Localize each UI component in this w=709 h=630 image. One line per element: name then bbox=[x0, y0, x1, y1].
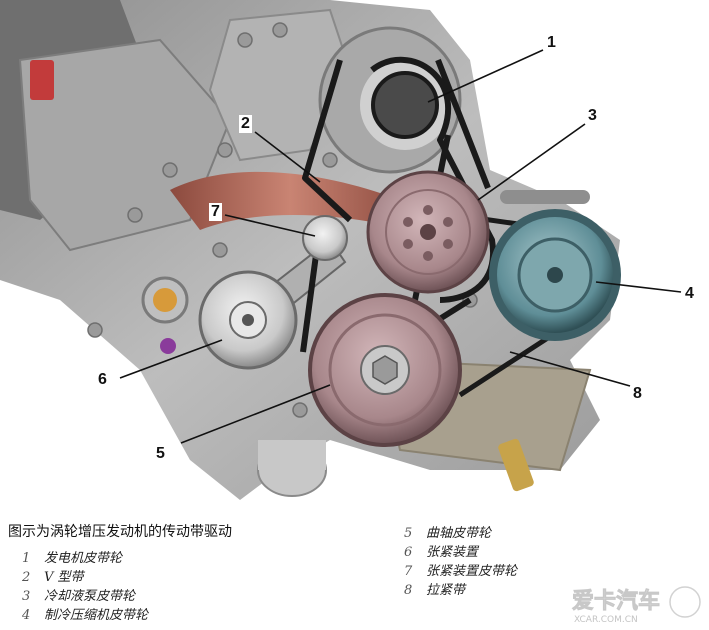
legend-number: 5 bbox=[404, 526, 413, 541]
coolant-pump-pulley bbox=[366, 170, 490, 294]
caption-title: 图示为涡轮增压发动机的传动带驱动 bbox=[8, 524, 232, 540]
legend-label: 张紧装置皮带轮 bbox=[426, 564, 518, 579]
legend-number: 2 bbox=[22, 570, 31, 585]
legend-number: 3 bbox=[22, 589, 31, 604]
legend-number: 4 bbox=[22, 608, 31, 623]
watermark-text: 爱卡汽车 bbox=[572, 588, 660, 614]
legend-item: 6 张紧装置 bbox=[404, 543, 517, 562]
legend-label: V 型带 bbox=[44, 570, 84, 585]
legend-number: 8 bbox=[404, 583, 413, 598]
legend-number: 1 bbox=[22, 551, 31, 566]
legend-item: 4 制冷压缩机皮带轮 bbox=[22, 606, 148, 625]
legend-item: 2 V 型带 bbox=[22, 568, 148, 587]
alternator-pulley bbox=[371, 71, 439, 139]
legend-item: 7 张紧装置皮带轮 bbox=[404, 562, 517, 581]
legend-label: 张紧装置 bbox=[426, 545, 479, 560]
legend-right: 5 曲轴皮带轮 6 张紧装置 7 张紧装置皮带轮 8 拉紧带 bbox=[404, 524, 517, 600]
crankshaft-pulley bbox=[308, 293, 462, 447]
xcar-watermark: 爱卡汽车 XCAR.COM.CN bbox=[572, 586, 701, 625]
callout-4: 4 bbox=[685, 285, 694, 302]
callout-7: 7 bbox=[209, 203, 222, 221]
belt-drive-diagram bbox=[0, 0, 682, 500]
watermark-emblem bbox=[669, 586, 701, 618]
tensioner-pulley bbox=[302, 215, 348, 261]
callout-2: 2 bbox=[239, 115, 252, 133]
legend-number: 7 bbox=[404, 564, 413, 579]
legend-label: 曲轴皮带轮 bbox=[426, 526, 492, 541]
leader-lines bbox=[119, 49, 682, 444]
legend-label: 冷却液泵皮带轮 bbox=[44, 589, 136, 604]
legend-label: 发电机皮带轮 bbox=[44, 551, 123, 566]
callout-8: 8 bbox=[633, 385, 642, 402]
legend-item: 3 冷却液泵皮带轮 bbox=[22, 587, 148, 606]
callout-3: 3 bbox=[588, 107, 597, 124]
legend-left: 1 发电机皮带轮 2 V 型带 3 冷却液泵皮带轮 4 制冷压缩机皮带轮 bbox=[22, 549, 148, 625]
callout-5: 5 bbox=[156, 445, 165, 462]
legend-item: 5 曲轴皮带轮 bbox=[404, 524, 517, 543]
tensioner-device bbox=[198, 270, 298, 370]
legend-label: 拉紧带 bbox=[426, 583, 466, 598]
legend-item: 8 拉紧带 bbox=[404, 581, 517, 600]
watermark-subtext: XCAR.COM.CN bbox=[574, 615, 638, 625]
legend-label: 制冷压缩机皮带轮 bbox=[44, 608, 149, 623]
legend-number: 6 bbox=[404, 545, 413, 560]
legend-item: 1 发电机皮带轮 bbox=[22, 549, 148, 568]
callout-6: 6 bbox=[98, 371, 107, 388]
callout-1: 1 bbox=[547, 34, 556, 51]
compressor-pulley bbox=[489, 209, 621, 341]
